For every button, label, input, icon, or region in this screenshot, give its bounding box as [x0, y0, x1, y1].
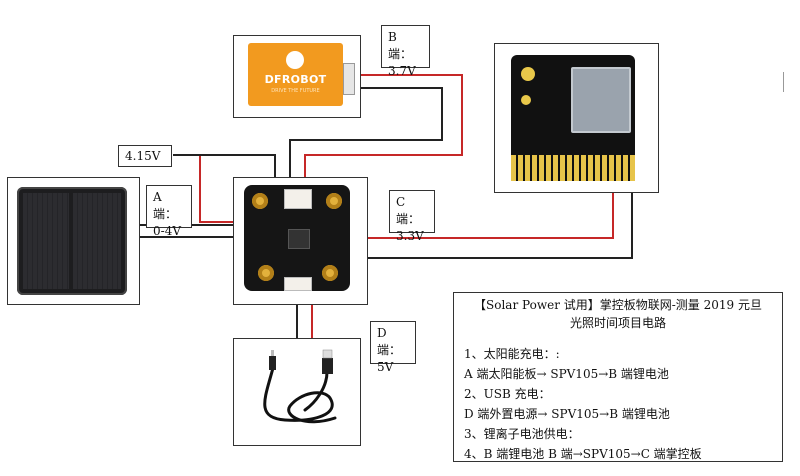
wire-battery-black [289, 87, 443, 193]
controller-board [511, 55, 635, 181]
battery-brand: DFROBOT [264, 73, 327, 86]
notes-line: D 端外置电源→ SPV105→B 端锂电池 [464, 407, 670, 421]
touch-pad-icon [521, 95, 531, 105]
mount-hole-icon [258, 265, 274, 281]
notes-title-line1: 【Solar Power 试用】掌控板物联网-测量 2019 元旦 [474, 298, 762, 312]
c-port-label: C 端： 3.3V [389, 190, 435, 243]
regulator-ic [288, 229, 310, 249]
esp32-chip [571, 67, 631, 133]
battery-connector [284, 189, 312, 209]
usb-cable [263, 349, 337, 424]
notes-line: 1、太阳能充电：: [464, 347, 560, 361]
a-port-name: A 端： [153, 190, 178, 221]
edge-mark [783, 72, 784, 92]
battery-cap [343, 63, 355, 95]
wire-controller-black [350, 181, 633, 259]
battery-tagline: DRIVE THE FUTURE [271, 88, 320, 94]
notes-line: 2、USB 充电： [464, 387, 551, 401]
b-port-name: B 端： [388, 30, 413, 61]
mount-hole-icon [326, 193, 342, 209]
touch-pad-icon [521, 67, 535, 81]
d-port-label: D 端： 5V [370, 321, 416, 374]
usb-connector [284, 277, 312, 291]
c-port-name: C 端： [396, 195, 421, 226]
mount-hole-icon [252, 193, 268, 209]
lithium-battery: DFROBOT DRIVE THE FUTURE [248, 43, 343, 106]
solar-panel [17, 187, 127, 295]
dfrobot-logo-icon [286, 51, 304, 69]
b-port-label: B 端： 3.7V [381, 25, 430, 78]
notes-line: A 端太阳能板→ SPV105→B 端锂电池 [464, 367, 669, 381]
c-port-voltage: 3.3V [396, 229, 424, 243]
wire-battery-red [304, 74, 463, 193]
spv105-module [244, 185, 350, 291]
b-port-voltage: 3.7V [388, 64, 416, 78]
notes-line: 3、锂离子电池供电： [464, 427, 580, 441]
mount-hole-icon [322, 265, 338, 281]
usb-frame [233, 338, 361, 446]
voltage-415-label: 4.15V [118, 145, 172, 167]
a-port-voltage: 0-4V [153, 224, 181, 238]
circuit-notes: 【Solar Power 试用】掌控板物联网-测量 2019 元旦 光照时间项目… [453, 292, 783, 462]
wire-controller-red [350, 181, 614, 239]
voltage-415-value: 4.15V [125, 149, 161, 163]
gold-finger-edge [511, 155, 635, 181]
d-port-name: D 端： [377, 326, 402, 357]
a-port-label: A 端： 0-4V [146, 185, 192, 238]
d-port-voltage: 5V [377, 360, 394, 374]
notes-line: 4、B 端锂电池 B 端→SPV105→C 端掌控板 [464, 447, 702, 461]
notes-title-line2: 光照时间项目电路 [569, 316, 666, 330]
